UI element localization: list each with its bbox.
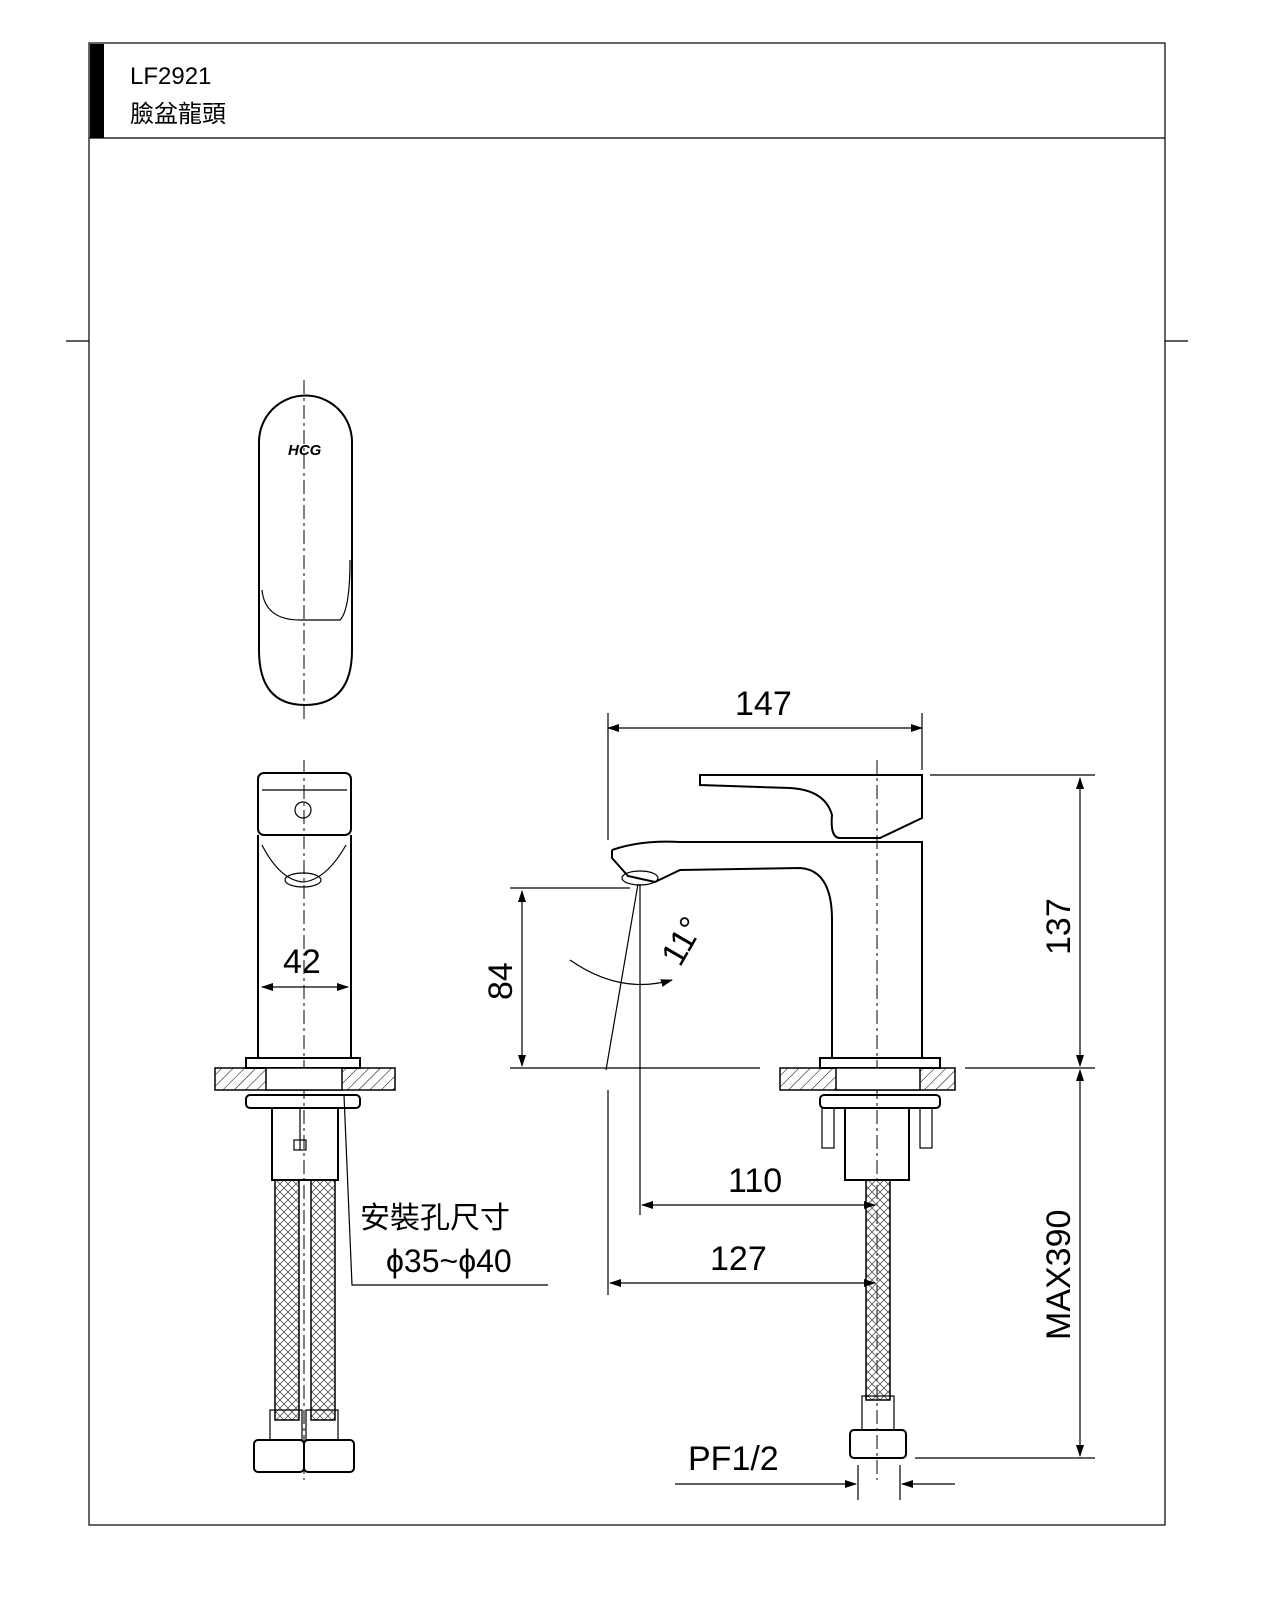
dim-overall-length: 147 <box>735 685 792 723</box>
front-view-faucet <box>214 760 548 1480</box>
dim-spout-reach-total: 127 <box>710 1240 767 1278</box>
drawing-frame <box>66 42 1188 1526</box>
top-view-handle: HCG <box>258 380 353 720</box>
install-hole-size: ϕ35~ϕ40 <box>386 1243 512 1279</box>
dim-body-width: 42 <box>283 943 321 981</box>
dim-spout-height: 84 <box>482 962 520 1000</box>
install-hole-label: 安裝孔尺寸 <box>360 1202 510 1235</box>
brand-logo: HCG <box>288 442 322 459</box>
dim-spout-angle: 11° <box>654 911 711 972</box>
product-name: 臉盆龍頭 <box>130 101 226 128</box>
dim-overall-height: 137 <box>1040 898 1078 955</box>
side-view-faucet <box>510 713 1095 1500</box>
dim-spout-reach-center: 110 <box>728 1162 782 1200</box>
dim-connection: PF1/2 <box>688 1440 779 1478</box>
model-number: LF2921 <box>130 63 211 90</box>
dim-hose-length: MAX390 <box>1040 1210 1078 1340</box>
